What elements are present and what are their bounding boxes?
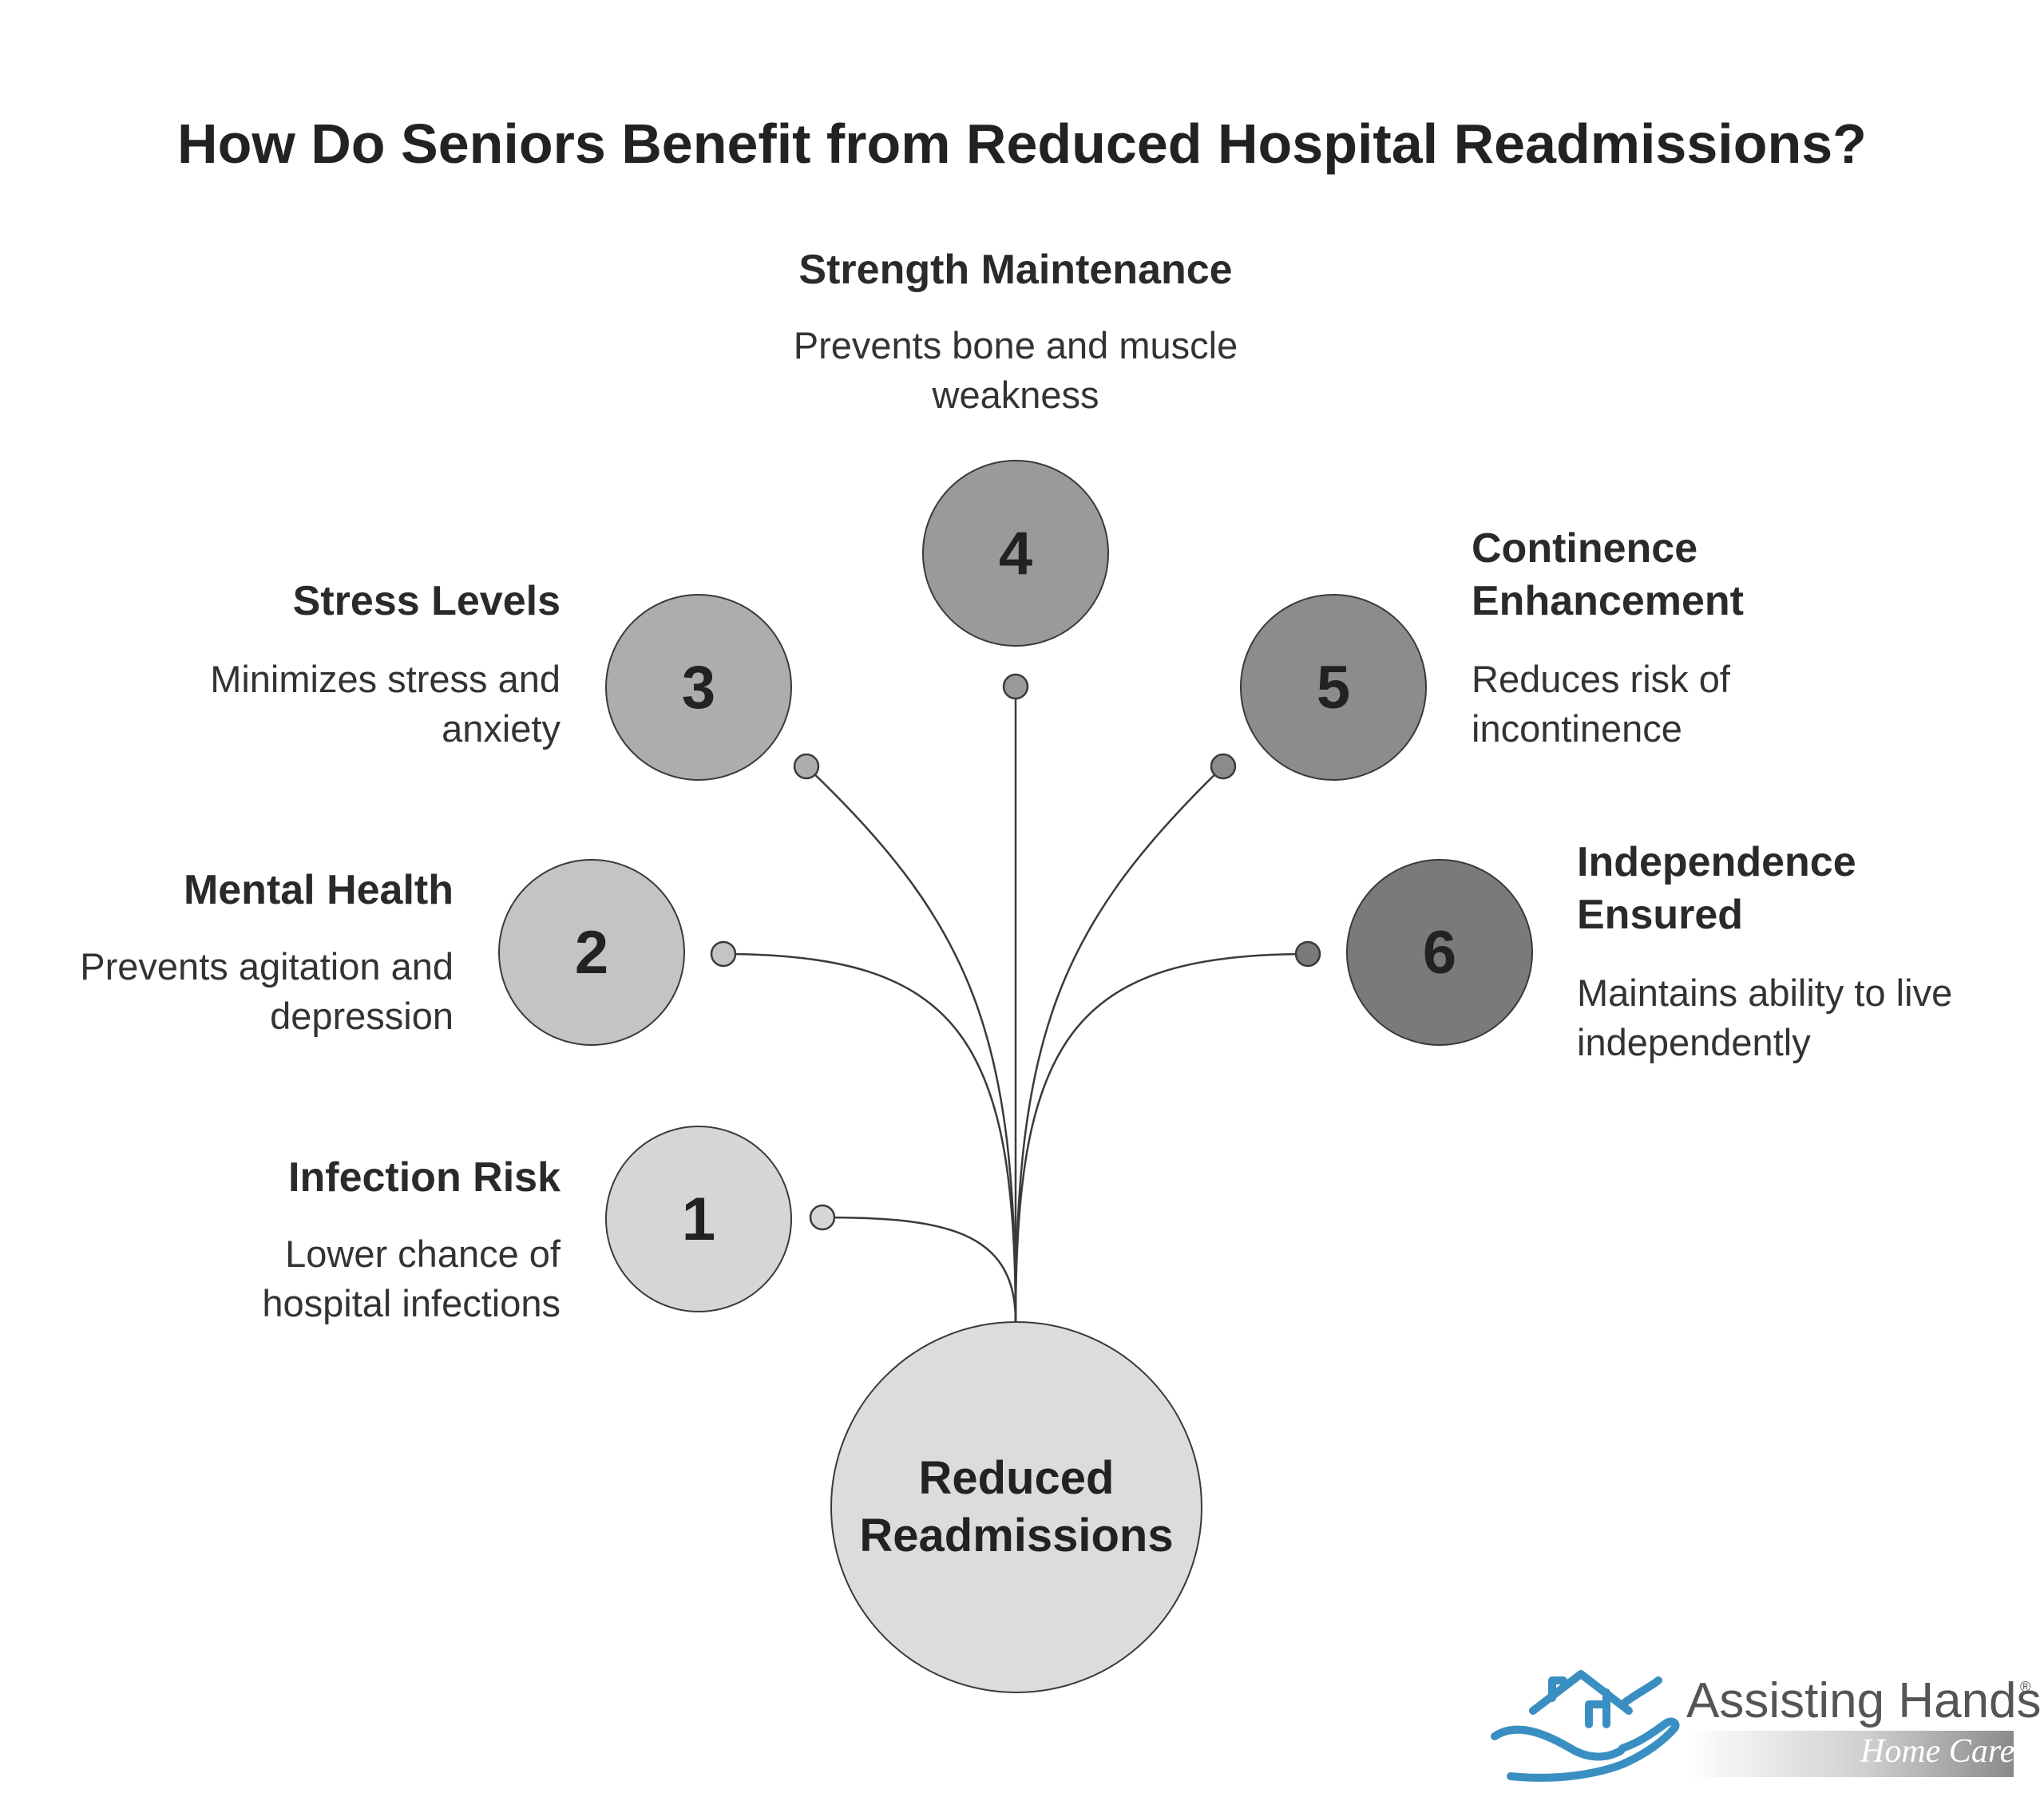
logo-registered-mark: ® <box>2020 1679 2031 1695</box>
house-hand-icon <box>1491 1670 1680 1782</box>
node-5: 5 <box>1240 594 1427 781</box>
hub-label-line2: Readmissions <box>859 1510 1174 1561</box>
item-desc-6-line2: independently <box>1577 1021 1811 1063</box>
item-title-3: Stress Levels <box>292 578 561 624</box>
item-desc-4-line1: Prevents bone and muscle <box>793 324 1238 366</box>
connector-1 <box>822 1216 1017 1322</box>
item-desc-5-line1: Reduces risk of <box>1472 658 1730 700</box>
node-number-3: 3 <box>681 653 716 722</box>
item-desc-3: Minimizes stress and anxiety <box>80 655 561 754</box>
node-3: 3 <box>605 594 792 781</box>
item-desc-1-line2: hospital infections <box>262 1282 561 1324</box>
node-4: 4 <box>922 460 1109 647</box>
node-2: 2 <box>498 859 685 1046</box>
item-desc-3-line2: anxiety <box>442 707 561 750</box>
item-desc-2-line1: Prevents agitation and <box>80 945 454 988</box>
connector-5 <box>1014 766 1224 1322</box>
logo-name: Assisting Hands <box>1686 1673 2042 1728</box>
connector-2 <box>723 952 1017 1322</box>
item-desc-2-line2: depression <box>270 995 454 1037</box>
item-desc-1: Lower chance of hospital infections <box>80 1229 561 1328</box>
node-number-1: 1 <box>681 1185 716 1253</box>
item-title-2: Mental Health <box>183 867 454 913</box>
item-desc-6: Maintains ability to live independently <box>1577 968 2024 1067</box>
item-title-1: Infection Risk <box>288 1154 561 1201</box>
hub-label-line1: Reduced <box>918 1452 1115 1504</box>
item-desc-4: Prevents bone and muscle weakness <box>695 321 1337 420</box>
endpoint-dot-1 <box>809 1204 836 1231</box>
item-title-5-line1: Continence <box>1472 525 1698 572</box>
node-number-2: 2 <box>574 918 609 987</box>
item-desc-2: Prevents agitation and depression <box>16 942 454 1041</box>
logo-subtitle: Home Care <box>1860 1733 2015 1770</box>
item-title-5-line2: Enhancement <box>1472 578 1744 624</box>
item-title-6-line2: Ensured <box>1577 892 1744 938</box>
item-desc-6-line1: Maintains ability to live <box>1577 972 1953 1014</box>
logo-subtitle-bar <box>1686 1731 2014 1777</box>
item-desc-3-line1: Minimizes stress and <box>210 658 561 700</box>
node-number-5: 5 <box>1316 653 1351 722</box>
item-title-5: Continence Enhancement <box>1472 522 1919 627</box>
connector-3 <box>806 766 1017 1322</box>
node-1: 1 <box>605 1126 792 1312</box>
endpoint-dot-6 <box>1294 940 1321 968</box>
connector-6 <box>1014 952 1309 1322</box>
item-desc-5: Reduces risk of incontinence <box>1472 655 1919 754</box>
item-desc-5-line2: incontinence <box>1472 707 1682 750</box>
item-title-6-line1: Independence <box>1577 839 1856 885</box>
item-title-6: Independence Ensured <box>1577 836 2024 941</box>
hub-reduced-readmissions: Reduced Readmissions <box>830 1321 1202 1693</box>
endpoint-dot-2 <box>710 940 737 968</box>
endpoint-dot-5 <box>1210 753 1237 780</box>
page-title: How Do Seniors Benefit from Reduced Hosp… <box>177 113 1867 175</box>
item-title-4: Strength Maintenance <box>798 247 1233 293</box>
node-number-6: 6 <box>1422 918 1457 987</box>
node-6: 6 <box>1346 859 1533 1046</box>
endpoint-dot-3 <box>793 753 820 780</box>
node-number-4: 4 <box>998 519 1033 588</box>
item-desc-1-line1: Lower chance of <box>285 1233 561 1275</box>
item-desc-4-line2: weakness <box>932 374 1099 416</box>
endpoint-dot-4 <box>1002 673 1029 700</box>
